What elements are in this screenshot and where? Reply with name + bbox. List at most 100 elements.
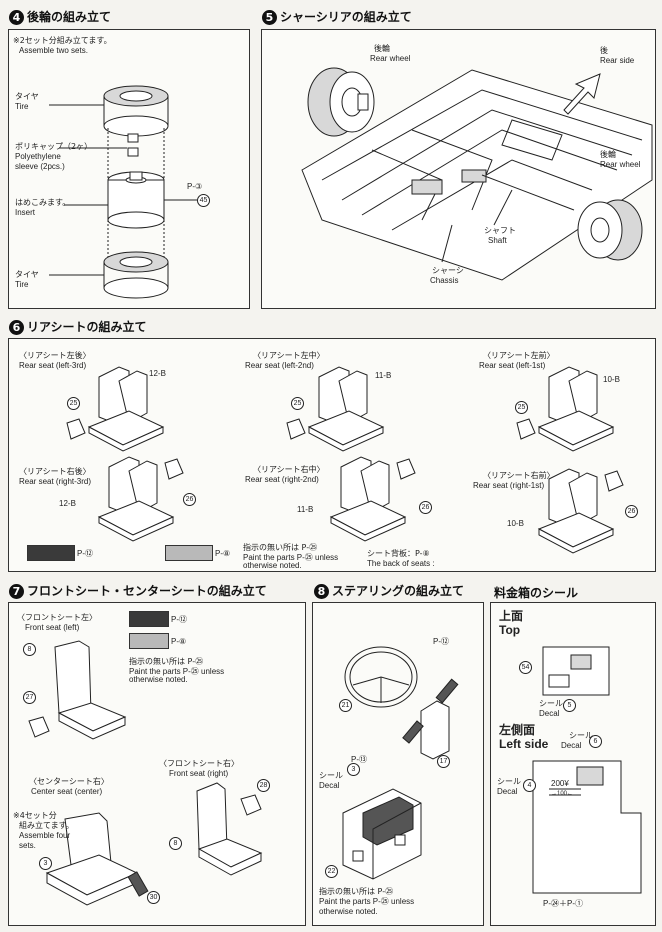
front-right-c: 28 — [257, 779, 270, 792]
dark-color-swatch — [129, 611, 169, 627]
rear-wheel-assembly-illustration — [49, 85, 197, 299]
front-left-part: 8 — [23, 643, 36, 656]
center-seat-c: 30 — [147, 891, 160, 904]
paint-note-jp: 指示の無い所は P-㉕ — [243, 543, 318, 552]
decal-label-jp: シール — [319, 771, 343, 780]
decal2-label-en: Decal — [561, 741, 582, 750]
light-swatch-code: P-⑧ — [171, 637, 187, 646]
step-number: 8 — [314, 584, 329, 599]
seat-l3-label-jp: 〈リアシート左後〉 — [19, 351, 91, 360]
decal3-number: 4 — [523, 779, 536, 792]
seat-l2-label-jp: 〈リアシート左中〉 — [253, 351, 325, 360]
fare-box-paint: P-㉔＋P-① — [543, 899, 583, 908]
paint-note-en2: otherwise noted. — [243, 561, 302, 570]
seat-l3-part: 12-B — [149, 369, 166, 378]
cap-label-en1: Polyethylene — [15, 152, 61, 161]
seat-r3-label-jp: 〈リアシート右後〉 — [19, 467, 91, 476]
front-left-c: 27 — [23, 691, 36, 704]
center-seat-label-en: Center seat (center) — [31, 787, 103, 796]
decal2-label-jp: シール — [569, 731, 593, 740]
tire-label-jp: タイヤ — [15, 92, 39, 101]
top-label-jp: 上面 — [499, 609, 524, 623]
price-sub-label: →100← — [551, 791, 574, 797]
note-en: Assemble two sets. — [19, 46, 88, 55]
price-label: 200¥ — [551, 779, 569, 788]
step-number: 6 — [9, 320, 24, 335]
tire-label-en: Tire — [15, 102, 29, 111]
seat-r1-label-en: Rear seat (right-1st) — [473, 481, 545, 490]
decal1-number: 5 — [563, 699, 576, 712]
front-left-label-jp: 〈フロントシート左〉 — [17, 613, 97, 622]
decal1-label-jp: シール — [539, 699, 563, 708]
seat-l3-label-en: Rear seat (left-3rd) — [19, 361, 87, 370]
paint-note-en1: Paint the parts P-㉕ unless — [129, 667, 225, 676]
step5-panel: 後輪 Rear wheel 後 Rear side 後輪 Rear wheel … — [261, 29, 656, 309]
seat-l1-part: 10-B — [603, 375, 620, 384]
part-21: 21 — [339, 699, 352, 712]
left-side-label-en: Left side — [499, 737, 549, 751]
paint-note-en2: otherwise noted. — [319, 907, 378, 916]
seat-l1-label-jp: 〈リアシート左前〉 — [483, 351, 555, 360]
rear-wheel2-label-en: Rear wheel — [600, 160, 641, 169]
insert-label-en: Insert — [15, 208, 36, 217]
light-swatch-code: P-⑧ — [215, 549, 231, 558]
cap-label-en2: sleeve (2pcs.) — [15, 162, 65, 171]
note-jp: ※2セット分組み立てます。 — [13, 36, 112, 45]
seat-r2-label-en: Rear seat (right-2nd) — [245, 475, 319, 484]
step-number: 7 — [9, 584, 24, 599]
step6-panel: 〈リアシート左後〉 Rear seat (left-3rd) 12-B 25 〈… — [8, 338, 656, 572]
light-color-swatch — [129, 633, 169, 649]
chassis-rear-illustration — [301, 67, 653, 281]
steering-paint-12: P-⑫ — [433, 637, 449, 646]
step-title: ステアリングの組み立て — [332, 584, 465, 598]
seat-l2-c: 25 — [291, 397, 304, 410]
step7-panel: 〈フロントシート左〉 Front seat (left) 8 27 P-⑫ P-… — [8, 602, 306, 926]
fare-box-panel: 上面 Top 54 シール Decal 5 左側面 Left side シール … — [490, 602, 656, 926]
rear-wheel2-label-jp: 後輪 — [600, 150, 616, 159]
insert-label-jp: はめこみます。 — [15, 198, 71, 207]
seat-r2-part: 11-B — [297, 505, 314, 514]
tire2-label-jp: タイヤ — [15, 270, 39, 279]
seat-r1-part: 10-B — [507, 519, 524, 528]
dark-color-swatch — [27, 545, 75, 561]
tire2-label-en: Tire — [15, 280, 29, 289]
step-title: フロントシート・センターシートの組み立て — [27, 584, 267, 598]
paint-note-en2: otherwise noted. — [129, 675, 188, 684]
front-left-label-en: Front seat (left) — [25, 623, 80, 632]
front-right-part: 8 — [169, 837, 182, 850]
decal3-label-en: Decal — [497, 787, 518, 796]
decal3-label-jp: シール — [497, 777, 521, 786]
seat-l1-label-en: Rear seat (left-1st) — [479, 361, 546, 370]
four-sets-note-en2: sets. — [19, 841, 36, 850]
step-number: 4 — [9, 10, 24, 25]
seat-l3-c: 25 — [67, 397, 80, 410]
steering-illustration — [342, 646, 459, 880]
front-right-label-en: Front seat (right) — [169, 769, 229, 778]
four-sets-note-jp2: 組み立てます。 — [19, 821, 74, 830]
step-title: シャーシリアの組み立て — [280, 10, 412, 24]
rear-wheel-label-jp: 後輪 — [374, 44, 390, 53]
rear-side-label-en: Rear side — [600, 56, 635, 65]
paint-code: P-③ — [187, 182, 203, 191]
seat-r3-label-en: Rear seat (right-3rd) — [19, 477, 92, 486]
part-17: 17 — [437, 755, 450, 768]
paint-note-jp: 指示の無い所は P-㉕ — [319, 887, 394, 896]
seat-l2-label-en: Rear seat (left-2nd) — [245, 361, 314, 370]
center-seat-label-jp: 〈センターシート右〉 — [29, 777, 109, 786]
cap-label-jp: ポリキャップ（2ヶ） — [15, 142, 93, 151]
step-title: リアシートの組み立て — [27, 320, 147, 334]
fare-box-illustration — [532, 646, 642, 894]
shaft-label-en: Shaft — [488, 236, 507, 245]
steering-paint-13: P-⑬ — [351, 755, 367, 764]
chassis-label-jp: シャーシ — [432, 266, 464, 275]
paint-note-jp: 指示の無い所は P-㉕ — [129, 657, 204, 666]
seat-back-en: The back of seats : — [367, 559, 435, 568]
top-label-en: Top — [499, 623, 521, 637]
decal2-number: 6 — [589, 735, 602, 748]
seat-l1-c: 25 — [515, 401, 528, 414]
step4-panel: ※2セット分組み立てます。 Assemble two sets. タイヤ Tir… — [8, 29, 250, 309]
front-center-seats-illustration — [28, 640, 263, 906]
